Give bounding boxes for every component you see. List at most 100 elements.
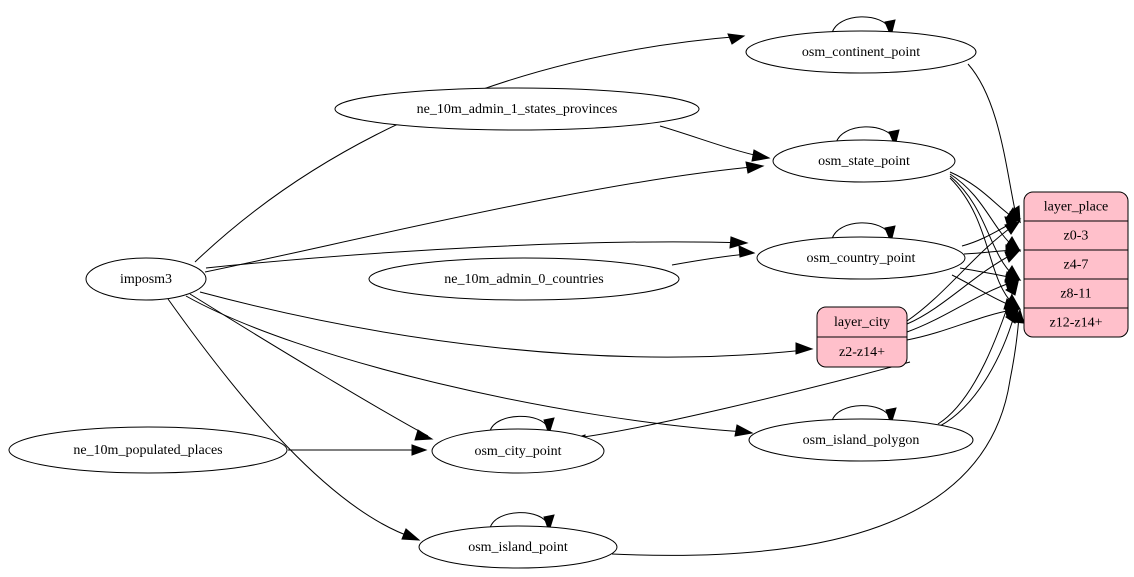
- edge-path: [949, 175, 1015, 277]
- table-background: [1023, 191, 1129, 338]
- edge-path: [906, 225, 1014, 322]
- node-label: osm_island_point: [468, 540, 568, 555]
- edge-path: [906, 253, 1014, 325]
- edge-osm_country_point-to-osm_country_point: [831, 222, 896, 244]
- node-osm_island_point[interactable]: osm_island_point: [418, 525, 618, 569]
- edge-imposm3-to-osm_island_point: [167, 298, 421, 541]
- nodes-group: imposm3 ne_10m_admin_1_states_provincesne…: [8, 30, 977, 569]
- node-osm_continent_point[interactable]: osm_continent_point: [745, 30, 977, 74]
- edge-path: [906, 309, 1013, 341]
- edge-path: [611, 315, 1020, 556]
- node-label: osm_country_point: [807, 251, 916, 266]
- node-label: ne_10m_admin_0_countries: [444, 272, 603, 287]
- edge-path: [575, 361, 911, 439]
- node-label: ne_10m_admin_1_states_provinces: [417, 102, 618, 117]
- node-osm_country_point[interactable]: osm_country_point: [756, 236, 966, 280]
- edge-layer_city-to-layer_place_z0_3: [906, 221, 1021, 322]
- edge-path: [167, 298, 415, 539]
- arrowhead-icon: [1012, 308, 1025, 324]
- arrowhead-icon: [401, 528, 421, 541]
- arrowhead-icon: [884, 19, 896, 38]
- edge-layer_city-to-layer_place_z4_7: [906, 250, 1021, 325]
- node-ne_10m_admin_0_countries[interactable]: ne_10m_admin_0_countries: [368, 257, 680, 301]
- node-imposm3[interactable]: imposm3: [85, 257, 207, 301]
- edge-path: [937, 287, 1015, 425]
- arrowhead-icon: [1004, 221, 1021, 235]
- edge-osm_continent_point-to-osm_continent_point: [831, 16, 896, 38]
- arrowhead-icon: [738, 245, 756, 258]
- edge-ne_10m_admin_1_states_provinces-to-osm_state_point: [659, 125, 771, 162]
- arrowhead-icon: [745, 161, 765, 174]
- arrowhead-icon: [1005, 280, 1019, 296]
- edge-path: [959, 267, 1014, 279]
- arrowhead-icon: [888, 129, 900, 148]
- node-label: osm_city_point: [474, 444, 561, 459]
- edge-imposm3-to-osm_island_polygon: [185, 295, 754, 437]
- node-shape: [368, 257, 680, 301]
- arrowhead-icon: [414, 429, 434, 441]
- arrowhead-icon: [884, 225, 896, 244]
- edge-path: [185, 295, 747, 433]
- edge-layer_city-to-layer_place_z12: [906, 306, 1021, 341]
- arrowhead-icon: [411, 444, 428, 456]
- node-osm_city_point[interactable]: osm_city_point: [431, 428, 605, 474]
- edge-osm_island_point-to-layer_place_z12: [611, 308, 1025, 556]
- arrowhead-icon: [729, 236, 749, 249]
- node-label: osm_island_polygon: [803, 433, 920, 448]
- node-shape: [745, 30, 977, 74]
- edge-path: [199, 291, 806, 358]
- node-osm_island_polygon[interactable]: osm_island_polygon: [748, 418, 974, 462]
- edge-path: [949, 177, 1015, 306]
- edge-imposm3-to-osm_continent_point: [194, 33, 746, 263]
- node-shape: [431, 428, 605, 474]
- edge-osm_city_point-to-osm_city_point: [489, 415, 555, 436]
- table-row-label[interactable]: z2-z14+: [839, 345, 885, 360]
- node-shape: [748, 418, 974, 462]
- edge-path: [939, 315, 1015, 427]
- table-row-label[interactable]: z4-7: [1064, 258, 1089, 273]
- edge-path: [967, 63, 1017, 216]
- arrowhead-icon: [1004, 250, 1021, 263]
- edge-path: [194, 35, 745, 263]
- table-layer_place[interactable]: layer_place z0-3 z4-7 z8-11 z12-z14+: [1023, 191, 1129, 338]
- edge-osm_state_point-to-osm_state_point: [835, 126, 900, 148]
- edge-path: [949, 173, 1015, 248]
- node-shape: [772, 139, 956, 183]
- table-header-label: layer_place: [1044, 200, 1109, 215]
- arrowhead-icon: [885, 407, 897, 426]
- edge-ne_10m_populated_places-to-osm_city_point: [288, 444, 428, 456]
- edges-group: [167, 16, 1025, 556]
- node-shape: [418, 525, 618, 569]
- node-osm_state_point[interactable]: osm_state_point: [772, 139, 956, 183]
- node-shape: [756, 236, 966, 280]
- edge-path: [949, 171, 1015, 219]
- node-ne_10m_populated_places[interactable]: ne_10m_populated_places: [8, 426, 288, 474]
- tables-group: layer_place z0-3 z4-7 z8-11 z12-z14+ layer_ci…: [816, 191, 1129, 368]
- node-label: imposm3: [120, 272, 172, 287]
- table-row-label[interactable]: z12-z14+: [1050, 316, 1103, 331]
- edge-path: [205, 241, 748, 269]
- edge-path: [671, 253, 749, 266]
- node-label: ne_10m_populated_places: [73, 443, 222, 458]
- arrowhead-icon: [543, 514, 555, 533]
- node-shape: [8, 426, 288, 474]
- edge-osm_island_polygon-to-layer_place_z8_11: [937, 280, 1019, 425]
- arrowhead-icon: [795, 342, 814, 355]
- node-label: osm_continent_point: [802, 45, 920, 60]
- node-shape: [85, 257, 207, 301]
- edge-osm_island_point-to-osm_island_point: [489, 512, 555, 533]
- arrowhead-icon: [543, 417, 555, 436]
- arrowhead-icon: [727, 33, 746, 45]
- edge-ne_10m_admin_0_countries-to-osm_country_point: [671, 245, 756, 266]
- edge-osm_island_polygon-to-osm_island_polygon: [831, 405, 897, 426]
- table-row-label[interactable]: z8-11: [1060, 287, 1091, 302]
- arrowhead-icon: [734, 424, 754, 437]
- table-row-label[interactable]: z0-3: [1064, 229, 1089, 244]
- node-ne_10m_admin_1_states_provinces[interactable]: ne_10m_admin_1_states_provinces: [334, 87, 700, 131]
- edge-path: [906, 281, 1014, 333]
- node-label: osm_state_point: [818, 154, 910, 169]
- node-shape: [334, 87, 700, 131]
- arrowhead-icon: [751, 149, 771, 162]
